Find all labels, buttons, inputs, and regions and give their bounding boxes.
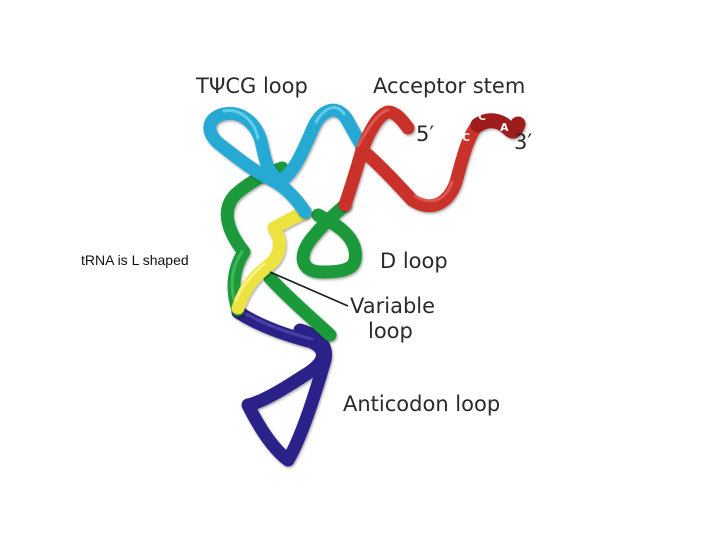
nucleotide-c2: C [478,110,486,123]
nucleotide-a: A [500,121,509,134]
variable-loop-label-line1: Variable [350,294,435,318]
variable-loop-leader-line [269,271,349,307]
tpsicg-loop-tube [203,103,369,219]
nucleotide-c1: C [462,131,470,144]
acceptor-stem-tube [338,105,526,213]
anticodon-loop-tube [231,305,332,467]
acceptor-stem-label: Acceptor stem [373,74,525,98]
d-loop-label: D loop [380,249,448,273]
variable-loop-label-line2: loop [368,319,413,343]
three-prime-label: 3′ [514,130,532,154]
anticodon-loop-label: Anticodon loop [343,392,500,416]
tpsicg-loop-label: TΨCG loop [195,74,308,98]
caption-text: tRNA is L shaped [81,252,189,268]
variable-loop-tube [231,205,312,315]
five-prime-label: 5′ [416,122,434,146]
